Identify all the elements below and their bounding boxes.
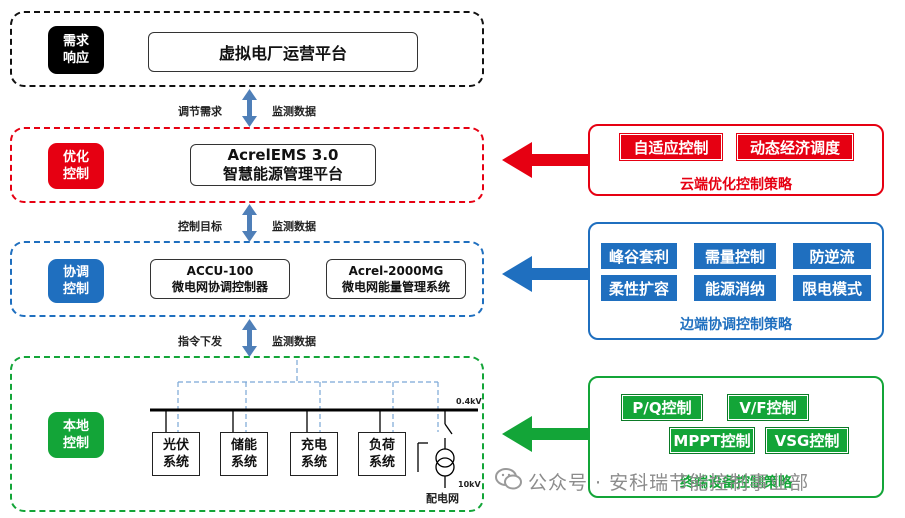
tag-vsg-control: VSG控制	[765, 427, 849, 454]
edge-strategy-title: 边端协调控制策略	[680, 317, 792, 333]
bus-voltage-label: 0.4kV	[456, 397, 482, 406]
load-system-box: 负荷 系统	[358, 432, 406, 476]
tag-flexible-expansion: 柔性扩容	[600, 274, 678, 302]
pv-system-box: 光伏 系统	[152, 432, 200, 476]
local-control-badge: 本地 控制	[48, 412, 104, 458]
charging-system-box: 充电 系统	[290, 432, 338, 476]
tag-power-limit: 限电模式	[792, 274, 872, 302]
acrel-ems-box: Acrel-2000MG 微电网能量管理系统	[326, 259, 466, 299]
cloud-strategy-title: 云端优化控制策略	[680, 177, 792, 193]
accu-controller-box: ACCU-100 微电网协调控制器	[150, 259, 290, 299]
watermark-text: 公众号 · 安科瑞节能控制事业部	[528, 472, 810, 494]
tag-demand-control: 需量控制	[693, 242, 777, 270]
link-label-coordinate-left: 指令下发	[178, 335, 222, 348]
local-control-layer	[10, 356, 484, 512]
tag-pq-control: P/Q控制	[621, 394, 703, 421]
link-label-coordinate-right: 监测数据	[272, 335, 316, 348]
storage-system-box: 储能 系统	[220, 432, 268, 476]
terminal-strategy-title: 终端设备控制策略	[680, 475, 792, 491]
edge-strategy-arrow	[502, 256, 588, 292]
terminal-strategy-arrow	[502, 416, 588, 452]
acrelems-platform-box: AcrelEMS 3.0 智慧能源管理平台	[190, 144, 376, 186]
coordination-badge: 协调 控制	[48, 259, 104, 303]
demand-response-layer	[10, 11, 484, 87]
vpp-platform-box: 虚拟电厂运营平台	[148, 32, 418, 72]
wechat-icon	[494, 466, 524, 492]
link-label-optimize-right: 监测数据	[272, 220, 316, 233]
optimization-layer	[10, 127, 484, 203]
tag-anti-backflow: 防逆流	[792, 242, 872, 270]
coordination-layer	[10, 241, 484, 317]
tag-peak-valley: 峰谷套利	[600, 242, 678, 270]
tag-mppt-control: MPPT控制	[669, 427, 755, 454]
cloud-strategy-arrow	[502, 142, 588, 178]
grid-label: 配电网	[426, 492, 459, 505]
tag-dynamic-dispatch: 动态经济调度	[736, 133, 854, 161]
tag-adaptive-control: 自适应控制	[619, 133, 723, 161]
demand-response-badge: 需求 响应	[48, 26, 104, 74]
tag-energy-absorption: 能源消纳	[693, 274, 777, 302]
link-label-demand-right: 监测数据	[272, 105, 316, 118]
optimization-badge: 优化 控制	[48, 143, 104, 189]
tag-vf-control: V/F控制	[727, 394, 809, 421]
link-label-demand-left: 调节需求	[178, 105, 222, 118]
link-label-optimize-left: 控制目标	[178, 220, 222, 233]
grid-voltage-label: 10kV	[458, 480, 481, 489]
